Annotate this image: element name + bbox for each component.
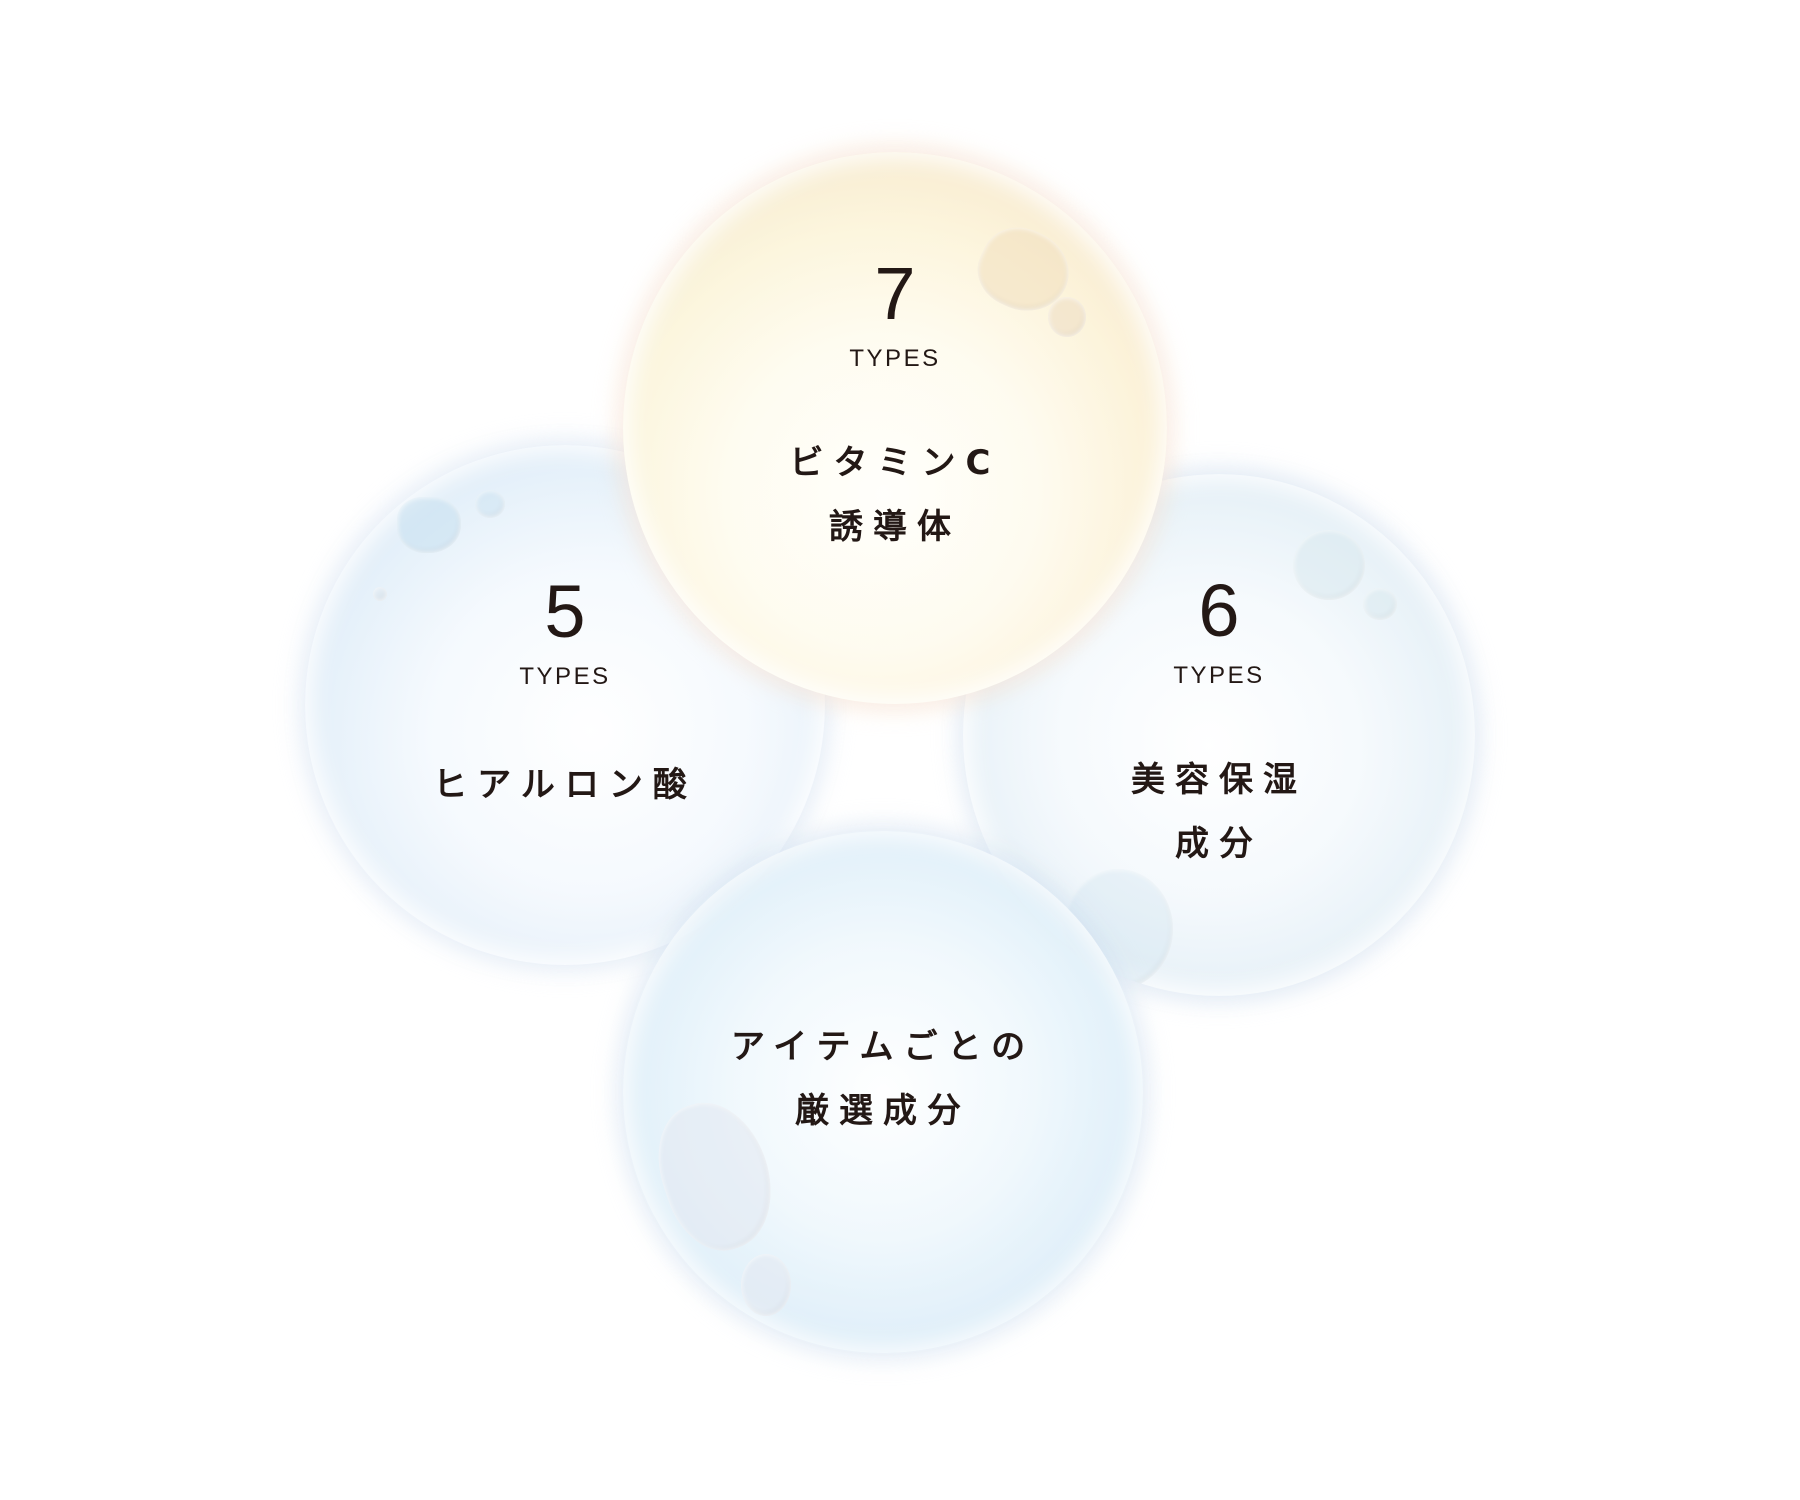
ingredient-label-line: 誘導体 [829,507,961,547]
bubble-content: 5 TYPES ヒアルロン酸 [305,575,825,817]
bubble-content: 6 TYPES 美容保湿 成分 [963,574,1475,876]
type-count: 5 [544,570,586,653]
ingredient-label-line: 厳選成分 [795,1091,971,1131]
type-count: 7 [874,252,916,335]
droplet-icon [1293,530,1365,600]
types-unit-label: TYPES [1173,662,1265,689]
bubble-vitamin-c-derivatives: 7 TYPES ビタミンC 誘導体 [613,142,1177,714]
bubble-content: 7 TYPES ビタミンC 誘導体 [623,257,1167,559]
ingredient-label: アイテムごとの 厳選成分 [623,1015,1143,1143]
bubble-curated-ingredients: アイテムごとの 厳選成分 [613,821,1153,1363]
droplet-icon [397,497,461,553]
droplet-icon [475,490,505,518]
ingredient-label-line: 成分 [1175,824,1263,864]
bubble-body [623,152,1167,704]
type-count: 6 [1198,569,1240,652]
ingredient-label-line: アイテムごとの [730,1027,1036,1067]
bubble-content: アイテムごとの 厳選成分 [623,1015,1143,1143]
droplet-icon [1048,297,1086,337]
types-unit-label: TYPES [519,663,611,690]
droplet-icon [373,587,387,601]
droplet-icon [741,1254,791,1316]
ingredient-label: 美容保湿 成分 [963,748,1475,876]
ingredient-label-line: ビタミンC [789,443,1001,483]
ingredient-label-line: 美容保湿 [1131,760,1307,800]
bubble-body [623,831,1143,1353]
ingredient-label: ヒアルロン酸 [305,753,825,817]
ingredient-label-line: ヒアルロン酸 [433,765,697,805]
ingredient-label: ビタミンC 誘導体 [623,431,1167,559]
types-unit-label: TYPES [849,345,941,372]
droplet-icon [1363,588,1397,620]
